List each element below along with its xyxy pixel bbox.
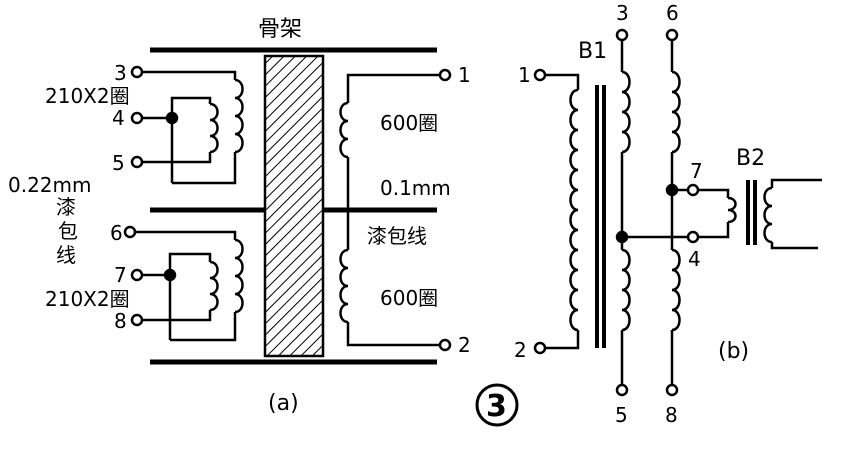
- wire-type-left-3: 线: [56, 243, 76, 267]
- terminal-6-b: [665, 28, 679, 42]
- caption-b: (b): [718, 339, 749, 364]
- wire-type-left-1: 漆: [56, 195, 76, 219]
- terminal-7-a: [130, 268, 144, 282]
- terminal-label-8-b: 8: [665, 403, 678, 427]
- wire-type-right: 漆包线: [367, 224, 427, 248]
- terminal-label-7-b: 7: [690, 159, 703, 183]
- terminal-6-a: [123, 225, 137, 239]
- terminal-2-a: [438, 338, 452, 352]
- primary-winding-top: [142, 70, 244, 185]
- terminal-label-1-a: 1: [458, 63, 471, 87]
- terminal-label-3-b: 3: [616, 1, 629, 25]
- diagram-a: [123, 47, 452, 365]
- terminal-label-5-b: 5: [615, 403, 628, 427]
- terminal-3-b: [615, 28, 629, 42]
- terminal-label-5-a: 5: [112, 151, 125, 175]
- terminal-1-b: [533, 68, 547, 82]
- terminal-label-6-b: 6: [666, 1, 679, 25]
- figure-number: 3: [486, 389, 507, 424]
- figure-number-circle: [475, 383, 519, 427]
- terminal-1-a: [438, 68, 452, 82]
- terminal-label-7-a: 7: [114, 263, 127, 287]
- primary-bottom-turns: 210X2圈: [45, 287, 130, 311]
- terminal-label-2-a: 2: [458, 333, 471, 357]
- terminal-label-3-a: 3: [114, 61, 127, 85]
- terminal-3-a: [130, 65, 144, 79]
- terminal-4-b: [686, 230, 700, 244]
- wire-type-left-2: 包: [58, 219, 78, 243]
- terminal-label-1-b: 1: [518, 63, 531, 87]
- terminal-2-b: [533, 341, 547, 355]
- terminal-5-b: [615, 383, 629, 397]
- caption-a: (a): [268, 391, 299, 416]
- bobbin-label: 骨架: [258, 17, 302, 42]
- primary-top-turns: 210X2圈: [45, 84, 130, 108]
- diagram-b: [533, 28, 822, 397]
- transformer-b1-label: B1: [578, 39, 607, 64]
- terminal-label-4-b: 4: [688, 247, 701, 271]
- terminal-label-2-b: 2: [514, 338, 527, 362]
- terminal-8-b: [665, 383, 679, 397]
- terminal-8-a: [130, 313, 144, 327]
- wire-size-left: 0.22mm: [8, 173, 92, 197]
- terminal-4-a: [130, 111, 144, 125]
- transformer-b2-label: B2: [736, 146, 765, 171]
- secondary-bottom-turns: 600圈: [380, 286, 438, 310]
- terminal-label-6-a: 6: [110, 221, 123, 245]
- terminal-label-4-a: 4: [112, 106, 125, 130]
- secondary-top-turns: 600圈: [380, 111, 438, 135]
- bobbin-core: [263, 54, 325, 358]
- secondary-winding: [339, 73, 440, 347]
- terminal-label-8-a: 8: [114, 309, 127, 333]
- wire-size-right: 0.1mm: [380, 176, 451, 200]
- terminal-7-b: [686, 183, 700, 197]
- primary-winding-bottom: [135, 230, 244, 342]
- terminal-5-a: [130, 155, 144, 169]
